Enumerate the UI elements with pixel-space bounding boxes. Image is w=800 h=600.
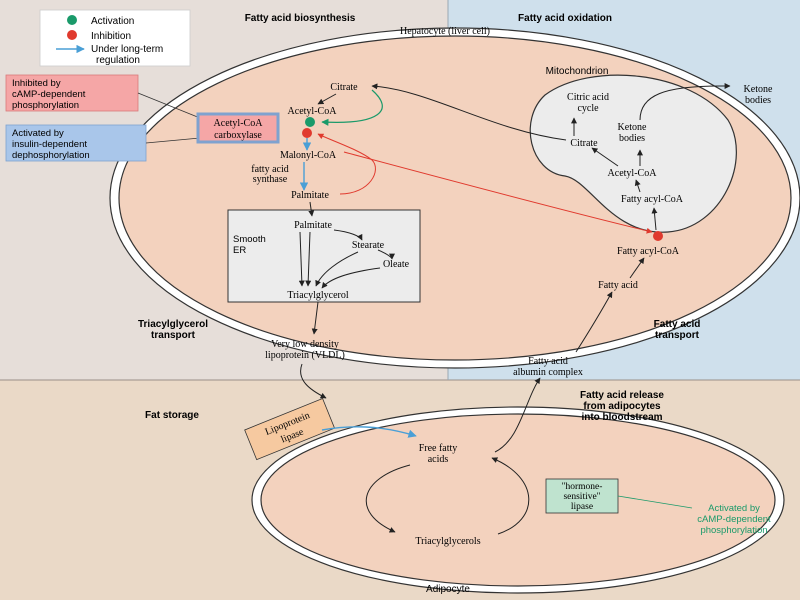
lipoprotein-lipase-box: Lipoprotein lipase — [244, 397, 336, 461]
heading-release-3: into bloodstream — [581, 412, 662, 423]
hepatocyte-label: Hepatocyte (liver cell) — [400, 26, 490, 37]
heading-release-1: Fatty acid release — [580, 390, 664, 401]
legend-box — [39, 9, 191, 67]
hsl-line-3: lipase — [571, 502, 593, 512]
inhibited-callout — [5, 74, 139, 112]
free-fa-line-2: acids — [428, 454, 449, 465]
fatty-acid-label: Fatty acid — [598, 280, 638, 291]
legend-activation: Activation — [91, 16, 134, 27]
inhibited-line-3: phosphorylation — [12, 100, 79, 111]
vldl-line-1: Very low density — [271, 339, 339, 350]
heading-oxidation: Fatty acid oxidation — [518, 13, 612, 24]
ketone-out-line-2: bodies — [745, 95, 771, 106]
hsl-enzyme-box — [545, 478, 619, 514]
inhibition-legend-icon — [67, 30, 77, 40]
cpt-inhibition-marker — [653, 231, 663, 241]
mito-acetyl-coa-label: Acetyl-CoA — [608, 168, 658, 179]
acc-enzyme-box — [196, 112, 280, 144]
palmitate-label: Palmitate — [291, 190, 329, 201]
vldl-line-2: lipoprotein (VLDL) — [265, 350, 345, 361]
hsl-callout-2: cAMP-dependent — [697, 514, 771, 525]
mito-fatty-acyl-label: Fatty acyl-CoA — [621, 194, 684, 205]
citric-cycle-line-1: Citric acid — [567, 92, 609, 103]
legend-regulation-1: Under long-term — [91, 44, 163, 55]
free-fa-line-1: Free fatty — [419, 443, 458, 454]
inhibition-marker — [302, 128, 312, 138]
heading-biosynthesis: Fatty acid biosynthesis — [245, 13, 356, 24]
inhibited-line-1: Inhibited by — [12, 78, 61, 89]
ketone-line-1: Ketone — [618, 122, 647, 133]
er-palmitate-label: Palmitate — [294, 220, 332, 231]
mitochondrion-label: Mitochondrion — [546, 66, 609, 77]
adipo-tg-label: Triacylglycerols — [415, 536, 480, 547]
ketone-out-line-1: Ketone — [744, 84, 773, 95]
heading-tg-transport-1: Triacylglycerol — [138, 319, 208, 330]
fa-albumin-line-1: Fatty acid — [528, 356, 568, 367]
fas-line-2: synthase — [253, 174, 288, 185]
activated-line-2: insulin-dependent — [12, 139, 87, 150]
legend-inhibition: Inhibition — [91, 31, 131, 42]
adipocyte-cell — [260, 413, 776, 587]
heading-tg-transport-2: transport — [151, 330, 196, 341]
activated-callout — [5, 124, 147, 162]
activation-legend-icon — [67, 15, 77, 25]
hsl-line-2: sensitive" — [563, 492, 600, 502]
acc-line-1: Acetyl-CoA — [214, 118, 264, 129]
fa-albumin-line-2: albumin complex — [513, 367, 583, 378]
heading-fat-storage: Fat storage — [145, 410, 199, 421]
malonyl-coa-label: Malonyl-CoA — [280, 150, 337, 161]
heading-fa-transport-2: transport — [655, 330, 700, 341]
heading-release-2: from adipocytes — [583, 401, 661, 412]
activated-line-3: dephosphorylation — [12, 150, 90, 161]
citrate-label: Citrate — [330, 82, 358, 93]
fas-line-1: fatty acid — [251, 164, 288, 175]
activated-line-1: Activated by — [12, 128, 64, 139]
mitochondrion — [529, 74, 737, 233]
heading-fa-transport-1: Fatty acid — [654, 319, 701, 330]
legend-regulation-2: regulation — [96, 55, 140, 66]
adipocyte-label: Adipocyte — [426, 584, 470, 595]
acetyl-coa-label: Acetyl-CoA — [288, 106, 338, 117]
acc-line-2: carboxylase — [214, 130, 262, 141]
activation-marker — [305, 117, 315, 127]
cyto-fatty-acyl-label: Fatty acyl-CoA — [617, 246, 680, 257]
citric-cycle-line-2: cycle — [577, 103, 599, 114]
hsl-callout-1: Activated by — [708, 503, 760, 514]
triacylglycerol-label: Triacylglycerol — [287, 290, 349, 301]
smooth-er-line-1: Smooth — [233, 234, 266, 245]
ketone-line-2: bodies — [619, 133, 645, 144]
oleate-label: Oleate — [383, 259, 410, 270]
inhibited-line-2: cAMP-dependent — [12, 89, 86, 100]
hsl-callout-3: phosphorylation — [700, 525, 767, 536]
hsl-line-1: "hormone- — [562, 482, 603, 492]
mito-citrate-label: Citrate — [570, 138, 598, 149]
stearate-label: Stearate — [352, 240, 385, 251]
smooth-er-line-2: ER — [233, 245, 246, 256]
